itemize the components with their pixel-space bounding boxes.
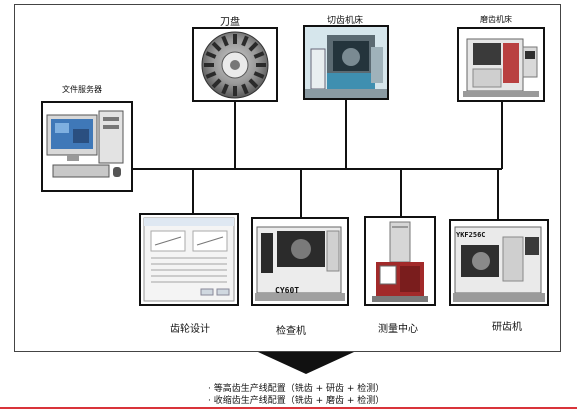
gear-design-label: 齿轮设计 [170,324,210,335]
down-arrow [258,352,354,374]
inspection-connector [300,168,302,217]
gear-cutting-machine-label: 切齿机床 [327,16,364,26]
cy60t-machine-text: CY60T [275,286,300,295]
gear-lapping-machine-image: YKF256C [449,219,549,306]
inspection-machine-label: 检查机 [276,326,306,337]
gear-design-image [139,213,239,306]
gear-grinding-connector [501,102,503,169]
file-server-image [41,101,133,192]
note-line-2: · 收缩齿生产线配置（铣齿 + 磨齿 + 检测） [208,396,385,406]
gear-cutting-machine-image [303,25,389,100]
cutter-head-label: 刀盘 [220,17,240,28]
ykf-machine-text: YKF256C [456,231,486,239]
cutter-head-connector [234,102,236,169]
note-line-1: · 等高齿生产线配置（铣齿 + 研齿 + 检测） [208,384,385,394]
lapping-connector [497,168,499,219]
network-bus-line [133,168,502,170]
cutter-head-image [192,27,278,102]
gear-grinding-machine-label: 磨齿机床 [480,15,512,24]
inspection-machine-image: CY60T [251,217,349,306]
gear-lapping-machine-label: 研齿机 [492,322,522,333]
bottom-red-rule [0,407,577,409]
gear-design-connector [192,168,194,213]
measurement-center-image [364,216,436,306]
file-server-label: 文件服务器 [62,85,102,94]
measurement-center-label: 测量中心 [378,324,418,335]
gear-grinding-machine-image [457,27,545,102]
measurement-connector [400,168,402,216]
gear-cutting-connector [345,100,347,169]
